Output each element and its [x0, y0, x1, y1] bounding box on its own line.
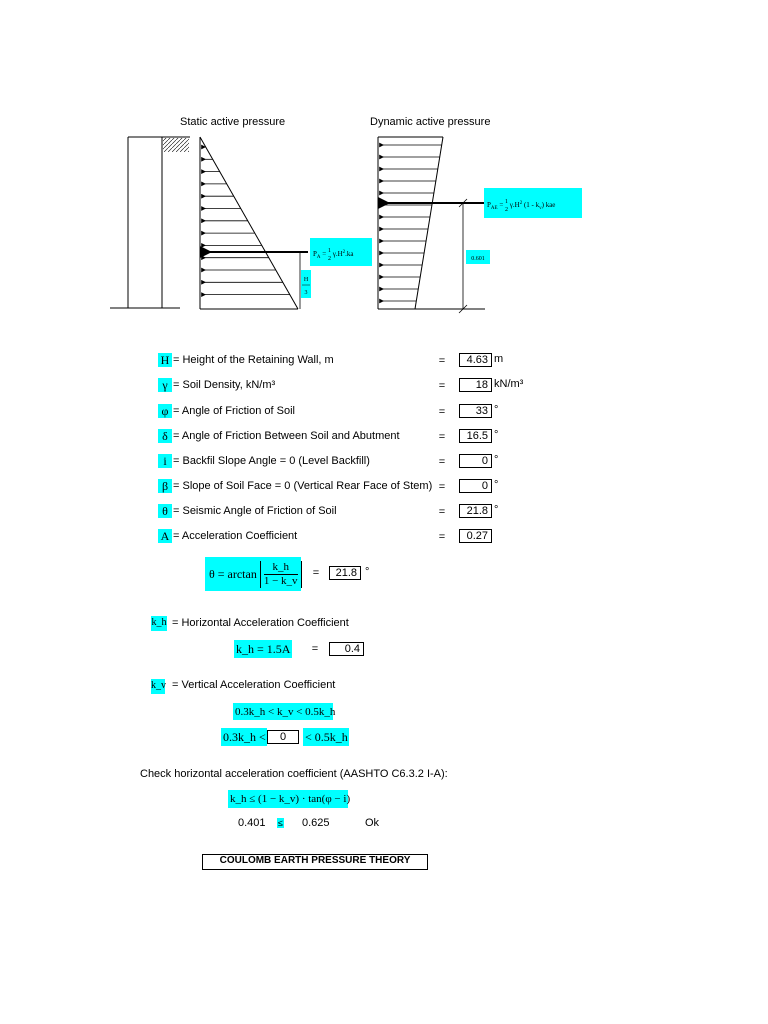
- h-over-3-numerator: H: [304, 277, 309, 283]
- param-symbol: A: [158, 529, 172, 543]
- param-unit: m: [494, 353, 504, 365]
- static-pressure-arrows: [201, 144, 290, 298]
- check-rhs: 0.625: [302, 817, 330, 829]
- theta-unit: °: [365, 566, 370, 578]
- dynamic-pressure-trapezoid: [377, 136, 485, 310]
- static-formula-box: [310, 238, 372, 266]
- param-label: = Height of the Retaining Wall, m: [173, 354, 334, 366]
- param-label: = Backfil Slope Angle = 0 (Level Backfil…: [173, 455, 370, 467]
- param-symbol: θ: [158, 504, 172, 518]
- param-unit: °: [494, 504, 499, 516]
- kv-right-bound: < 0.5k_h: [303, 728, 349, 746]
- dynamic-pressure-title: Dynamic active pressure: [370, 116, 491, 128]
- theta-value: 21.8: [329, 566, 361, 580]
- param-label: = Soil Density, kN/m³: [173, 379, 276, 391]
- param-symbol: δ: [158, 429, 172, 443]
- param-unit: kN/m³: [494, 378, 524, 390]
- param-symbol: β: [158, 479, 172, 493]
- dynamic-height-value: 0.601: [471, 256, 485, 262]
- check-result: Ok: [365, 817, 380, 829]
- theta-fraction: k_h 1 − k_v: [259, 560, 302, 588]
- kh-equals: =: [311, 643, 319, 655]
- param-value: 33: [459, 404, 492, 418]
- section-title: COULOMB EARTH PRESSURE THEORY: [202, 854, 428, 870]
- param-value: 0: [459, 479, 492, 493]
- param-label: = Seismic Angle of Friction of Soil: [173, 505, 337, 517]
- kv-range-formula: 0.3k_h < k_v < 0.5k_h: [233, 703, 335, 720]
- kh-value: 0.4: [329, 642, 364, 656]
- param-symbol: γ: [158, 378, 172, 392]
- param-label: = Acceleration Coefficient: [173, 530, 298, 542]
- check-lhs: 0.401: [238, 817, 266, 829]
- param-unit: °: [494, 404, 499, 416]
- param-symbol: H: [158, 353, 172, 367]
- param-equals: =: [438, 406, 446, 418]
- param-label: = Angle of Friction Between Soil and Abu…: [173, 430, 400, 442]
- param-value: 16.5: [459, 429, 492, 443]
- static-pressure-title: Static active pressure: [180, 116, 286, 128]
- static-pressure-triangle: [199, 136, 299, 310]
- kh-symbol: k_h: [151, 616, 167, 631]
- kv-left-bound: 0.3k_h <: [221, 728, 267, 746]
- param-equals: =: [438, 380, 446, 392]
- param-symbol: φ: [158, 404, 172, 418]
- theta-denominator: 1 − k_v: [263, 573, 298, 587]
- dynamic-formula-box: [484, 188, 582, 218]
- theta-formula: θ = arctan k_h 1 − k_v: [205, 557, 302, 591]
- kh-formula: k_h = 1.5A: [234, 640, 292, 658]
- param-equals: =: [438, 431, 446, 443]
- param-equals: =: [438, 506, 446, 518]
- soil-hatch: [163, 138, 189, 152]
- kv-value: 0: [267, 730, 299, 744]
- param-equals: =: [438, 355, 446, 367]
- param-value: 0.27: [459, 529, 492, 543]
- param-equals: =: [438, 481, 446, 493]
- kv-symbol: k_v: [151, 679, 166, 694]
- param-unit: °: [494, 429, 499, 441]
- param-value: 18: [459, 378, 492, 392]
- theta-equals: =: [312, 567, 320, 579]
- check-heading: Check horizontal acceleration coefficien…: [140, 768, 448, 780]
- param-equals: =: [438, 531, 446, 543]
- param-equals: =: [438, 456, 446, 468]
- param-unit: °: [494, 479, 499, 491]
- param-label: = Slope of Soil Face = 0 (Vertical Rear …: [173, 480, 433, 492]
- retaining-wall: [110, 136, 190, 309]
- dynamic-pressure-arrows: [379, 142, 442, 304]
- theta-numerator: k_h: [272, 560, 289, 573]
- check-formula: k_h ≤ (1 − k_v) · tan(φ − i): [228, 790, 350, 808]
- h-over-3-denominator: 3: [305, 290, 308, 296]
- param-value: 4.63: [459, 353, 492, 367]
- param-label: = Angle of Friction of Soil: [173, 405, 295, 417]
- param-unit: °: [494, 454, 499, 466]
- dynamic-height-box: [466, 250, 490, 264]
- check-operator: ≤: [277, 818, 284, 828]
- param-symbol: i: [158, 454, 172, 468]
- kv-label: = Vertical Acceleration Coefficient: [172, 679, 336, 691]
- theta-formula-lhs: θ = arctan: [209, 566, 257, 581]
- param-value: 21.8: [459, 504, 492, 518]
- kh-label: = Horizontal Acceleration Coefficient: [172, 617, 349, 629]
- h-over-3-box: [301, 270, 311, 298]
- param-value: 0: [459, 454, 492, 468]
